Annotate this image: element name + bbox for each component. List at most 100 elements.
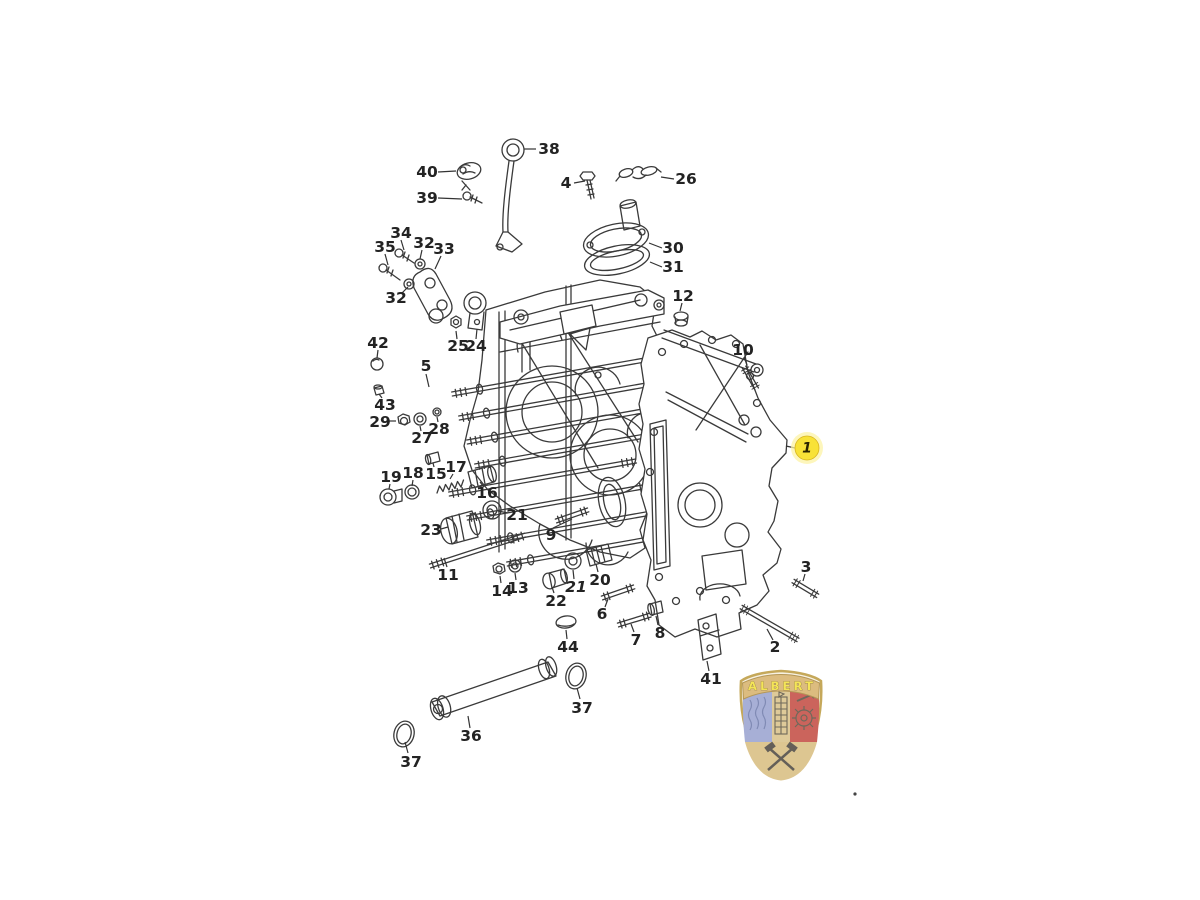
leader-line-14 xyxy=(499,575,502,584)
part-label-40: 40 xyxy=(416,163,438,181)
part-label-16: 16 xyxy=(476,484,498,502)
leader-line-26 xyxy=(660,176,675,180)
leader-line-17 xyxy=(449,473,454,480)
part-label-31: 31 xyxy=(662,258,684,276)
part-label-24: 24 xyxy=(465,337,487,355)
leader-line-4 xyxy=(573,180,586,184)
part-label-20: 20 xyxy=(589,571,611,589)
part-label-17: 17 xyxy=(445,458,467,476)
part-label-25: 25 xyxy=(447,337,469,355)
part-label-4: 4 xyxy=(561,174,572,192)
crankcase-right-half xyxy=(638,329,788,638)
part-label-21: 21 xyxy=(506,506,528,524)
part-label-34: 34 xyxy=(390,224,412,242)
leader-line-33 xyxy=(434,255,442,270)
leader-line-24 xyxy=(475,328,478,340)
part-label-28: 28 xyxy=(428,420,450,438)
leader-line-22 xyxy=(551,586,555,594)
leader-line-21 xyxy=(497,510,509,514)
leader-line-21 xyxy=(572,569,575,580)
part-label-5: 5 xyxy=(421,357,432,375)
leader-line-12 xyxy=(679,302,683,312)
highlight-layer[interactable]: 1 xyxy=(785,432,823,464)
part-label-38: 38 xyxy=(538,140,560,158)
leader-line-8 xyxy=(655,615,659,626)
leader-line-10 xyxy=(743,356,748,366)
leader-line-23 xyxy=(440,526,449,530)
part-label-23: 23 xyxy=(420,521,442,539)
part-label-36: 36 xyxy=(460,727,482,745)
part-label-32: 32 xyxy=(413,234,435,252)
part-label-8: 8 xyxy=(655,624,666,642)
part-label-13: 13 xyxy=(507,579,529,597)
crest-quarter-right xyxy=(790,690,820,742)
leader-line-9 xyxy=(552,518,573,529)
part-label-6: 6 xyxy=(597,605,608,623)
part-label-43: 43 xyxy=(374,396,396,414)
part-label-41: 41 xyxy=(700,670,722,688)
leader-line-2 xyxy=(766,628,774,641)
small-parts xyxy=(370,138,821,748)
crest-left-ornament xyxy=(747,696,767,731)
highlighted-part-callout-1[interactable] xyxy=(794,435,820,461)
part-label-18: 18 xyxy=(402,464,424,482)
part-label-27: 27 xyxy=(411,429,433,447)
part-label-22: 22 xyxy=(545,592,567,610)
leader-line-32 xyxy=(401,286,409,294)
part-label-14: 14 xyxy=(491,582,513,600)
leader-line-16 xyxy=(479,481,485,488)
leader-line-40 xyxy=(437,170,457,173)
part-label-3: 3 xyxy=(801,558,812,576)
part-label-37: 37 xyxy=(571,699,593,717)
leader-line-25 xyxy=(455,330,458,340)
part-label-11: 11 xyxy=(437,566,459,584)
part-label-44: 44 xyxy=(557,638,579,656)
part-label-32: 32 xyxy=(385,289,407,307)
part-label-30: 30 xyxy=(662,239,684,257)
leader-line-11 xyxy=(443,557,448,568)
part-label-42: 42 xyxy=(367,334,389,352)
highlighted-part-number: 1 xyxy=(802,441,812,457)
crest-logo: ALBERT xyxy=(739,669,823,781)
footnote-dot xyxy=(853,792,857,796)
engine-support-beam xyxy=(499,289,665,373)
part-label-2: 2 xyxy=(770,638,781,656)
leader-line-34 xyxy=(400,239,405,251)
part-label-21: 21 xyxy=(565,578,587,596)
part-label-12: 12 xyxy=(672,287,694,305)
leader-line-32 xyxy=(419,249,423,260)
part-label-33: 33 xyxy=(433,240,455,258)
leader-line-36 xyxy=(467,715,471,729)
crest-hammers-emblem xyxy=(764,741,798,771)
part-label-7: 7 xyxy=(631,631,642,649)
leader-line-5 xyxy=(425,373,430,388)
leader-line-43 xyxy=(378,393,383,399)
leader-line-44 xyxy=(565,629,568,640)
leader-line-35 xyxy=(384,253,389,266)
leader-line-27 xyxy=(419,425,422,432)
leader-line-3 xyxy=(802,573,806,582)
crest-gear-emblem xyxy=(792,690,816,730)
part-label-19: 19 xyxy=(380,468,402,486)
leader-line-20 xyxy=(595,563,599,573)
part-label-29: 29 xyxy=(369,413,391,431)
crest-tower-emblem xyxy=(774,691,788,735)
leader-line-41 xyxy=(706,660,710,672)
crest-banner xyxy=(741,673,821,700)
part-label-37: 37 xyxy=(400,753,422,771)
leader-line-37 xyxy=(576,687,581,700)
leader-line-15 xyxy=(432,462,435,468)
crest-bottom xyxy=(745,742,817,781)
crankcase-line-art xyxy=(370,138,821,748)
leader-line-42 xyxy=(376,349,379,359)
leader-line-39 xyxy=(437,197,463,200)
leader-line-37 xyxy=(404,741,409,754)
part-label-9: 9 xyxy=(546,526,557,544)
part-label-15: 15 xyxy=(425,465,447,483)
part-label-39: 39 xyxy=(416,189,438,207)
part-label-10: 10 xyxy=(732,341,754,359)
leader-line-31 xyxy=(649,261,663,268)
